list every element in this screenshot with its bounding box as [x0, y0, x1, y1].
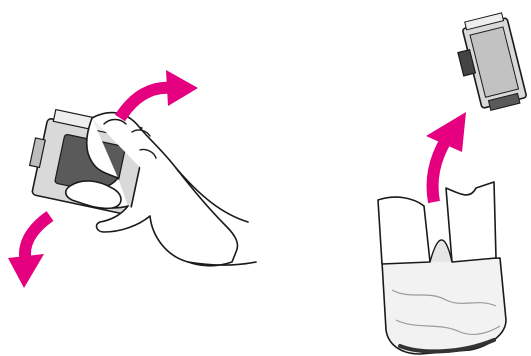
curved-arrow-up-right-icon [120, 70, 198, 118]
curved-arrow-down-left-icon [8, 216, 50, 288]
cartridge-removed-from-bag-icon [378, 12, 528, 354]
hand-shaking-cartridge-icon [24, 107, 256, 266]
torn-bag [378, 182, 506, 354]
ink-cartridge [451, 12, 528, 115]
